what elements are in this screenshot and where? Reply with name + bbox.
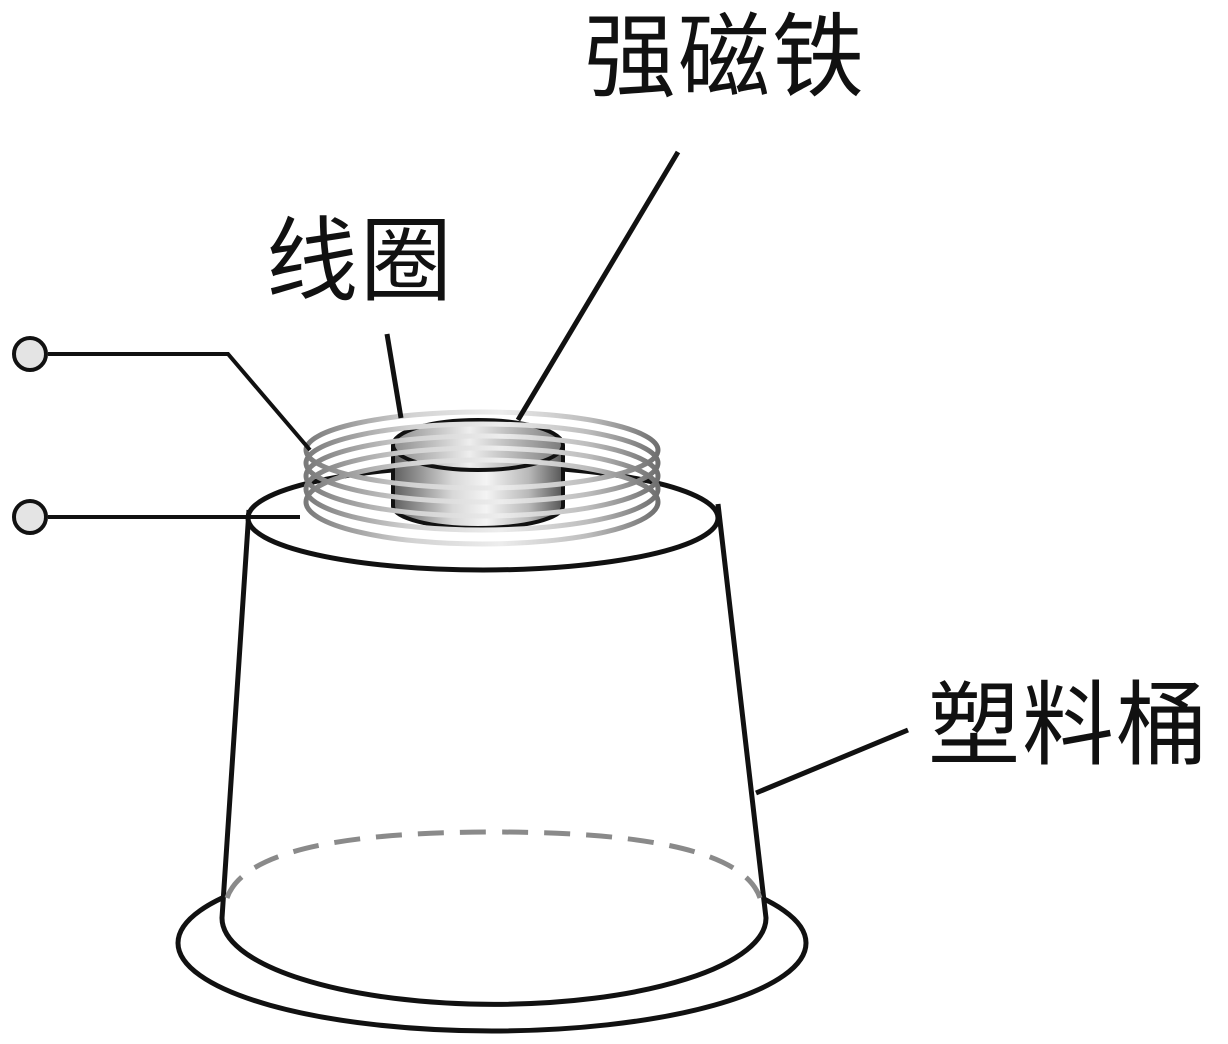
bucket-bottom-dashed-rim: [224, 829, 763, 899]
coil-turn: [303, 433, 661, 519]
terminal-lower: [12, 499, 48, 535]
coil-lead-upper: [48, 352, 312, 452]
label-coil: 线圈: [266, 208, 455, 315]
label-strong-magnet: 强磁铁: [584, 4, 867, 111]
leader-line-coil: [384, 333, 404, 419]
coil-windings: [303, 409, 661, 547]
label-plastic-bucket: 塑料桶: [928, 672, 1211, 779]
coil-turn: [303, 457, 661, 547]
magnet-top-face: [391, 418, 565, 472]
coil-turn: [303, 409, 661, 491]
terminal-upper: [12, 336, 48, 372]
leader-line-magnet: [515, 150, 681, 422]
plastic-bucket-body: [219, 503, 769, 1007]
coil-turn: [303, 421, 661, 505]
coil-turn: [303, 445, 661, 533]
leader-line-bucket: [755, 727, 909, 796]
